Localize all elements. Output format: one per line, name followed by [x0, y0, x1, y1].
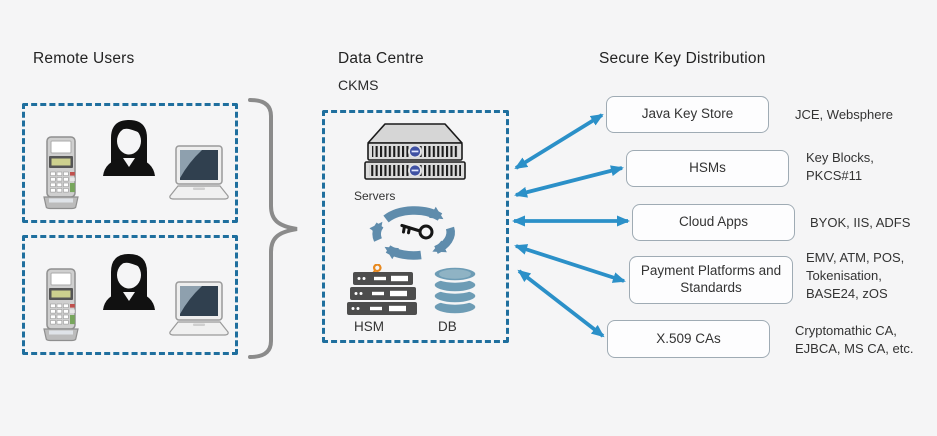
double-headed-arrow	[514, 113, 604, 170]
hsm-label: HSM	[354, 319, 384, 334]
remote-user-group-1	[22, 103, 238, 223]
female-user-icon	[103, 120, 155, 176]
hsm-appliance-icon	[347, 264, 417, 315]
pos-terminal-icon	[43, 136, 79, 210]
secure-key-distribution-title: Secure Key Distribution	[599, 50, 766, 67]
ckms-subtitle: CKMS	[338, 77, 379, 93]
key-rotation-icon	[369, 206, 455, 260]
laptop-icon	[169, 281, 229, 336]
remote-users-title: Remote Users	[33, 50, 135, 67]
servers-label: Servers	[354, 189, 396, 203]
double-headed-arrow	[517, 269, 605, 338]
annotation-x509-cas: Cryptomathic CA, EJBCA, MS CA, etc.	[795, 323, 914, 356]
remote-user-group-2	[22, 235, 238, 355]
double-headed-arrow	[514, 244, 626, 283]
target-box-cloud-apps: Cloud Apps	[632, 204, 795, 241]
target-box-java-key-store: Java Key Store	[606, 96, 769, 133]
laptop-icon	[169, 145, 229, 200]
db-label: DB	[438, 319, 457, 334]
double-headed-arrow	[514, 165, 624, 198]
target-box-payment-platforms: Payment Platforms and Standards	[629, 256, 793, 304]
pos-terminal-icon	[43, 268, 79, 342]
server-rack-icon	[364, 123, 466, 180]
annotation-java-key-store: JCE, Websphere	[795, 107, 894, 122]
database-icon	[432, 265, 478, 316]
target-box-x509-cas: X.509 CAs	[607, 320, 770, 358]
annotation-cloud-apps: BYOK, IIS, ADFS	[810, 215, 911, 230]
female-user-icon	[103, 254, 155, 310]
ckms-box	[322, 110, 509, 343]
annotation-hsms: Key Blocks, PKCS#11	[806, 150, 874, 183]
data-centre-title: Data Centre	[338, 50, 424, 67]
annotation-payment-platforms: EMV, ATM, POS, Tokenisation, BASE24, zOS	[806, 250, 905, 301]
curly-brace	[248, 98, 298, 359]
target-box-hsms: HSMs	[626, 150, 789, 187]
